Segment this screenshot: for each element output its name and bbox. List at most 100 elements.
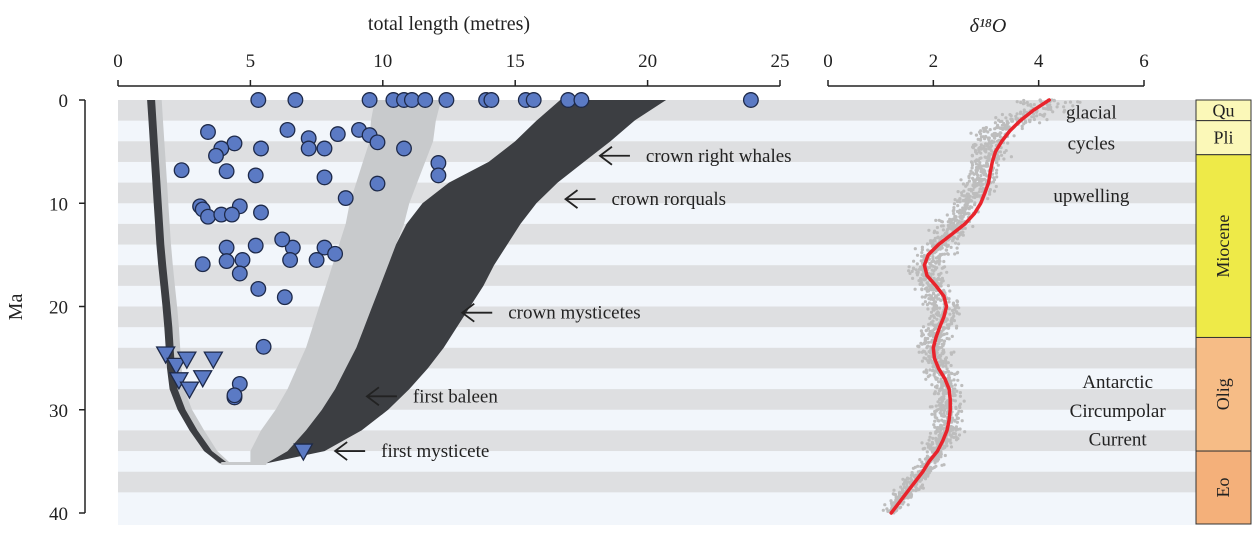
isotope-sample xyxy=(942,446,946,450)
isotope-sample xyxy=(933,385,938,389)
isotope-sample xyxy=(956,190,960,194)
fossil-circle-point xyxy=(253,140,269,157)
isotope-sample xyxy=(948,220,953,224)
fossil-circle-point xyxy=(247,237,264,254)
isotope-sample xyxy=(953,216,957,220)
isotope-sample xyxy=(946,326,950,330)
isotope-sample xyxy=(1062,110,1066,114)
isotope-sample xyxy=(926,375,930,379)
isotope-sample xyxy=(948,433,952,437)
isotope-sample xyxy=(1032,103,1036,107)
isotope-sample xyxy=(920,254,924,258)
isotope-sample xyxy=(958,394,963,398)
fossil-circle-point xyxy=(253,204,269,221)
isotope-sample xyxy=(933,300,938,304)
isotope-sample xyxy=(988,190,992,194)
fossil-triangle-point xyxy=(293,443,314,462)
isotope-sample xyxy=(946,284,951,288)
fossil-circle-point xyxy=(483,92,500,108)
isotope-sample xyxy=(933,236,937,240)
isotope-sample xyxy=(986,158,991,162)
isotope-sample xyxy=(929,310,934,314)
fossil-circle-point xyxy=(560,92,577,108)
isotope-sample xyxy=(978,132,983,136)
isotope-sample xyxy=(910,269,914,273)
isotope-sample xyxy=(930,412,934,416)
isotope-sample xyxy=(955,299,959,303)
isotope-sample xyxy=(941,265,946,270)
isotope-sample xyxy=(950,425,954,429)
annotation-arrow xyxy=(564,189,596,209)
isotope-sample xyxy=(1000,153,1004,157)
isotope-sample xyxy=(988,128,992,132)
isotope-sample xyxy=(933,415,937,419)
isotope-sample xyxy=(940,278,944,282)
isotope-sample xyxy=(984,164,988,168)
annotation-label: crown right whales xyxy=(646,146,792,167)
isotope-sample xyxy=(955,420,960,424)
isotope-sample xyxy=(930,449,934,453)
isotope-sample xyxy=(956,378,960,382)
age-tick-label: 40 xyxy=(49,504,68,525)
isotope-sample xyxy=(937,380,941,384)
isotope-sample xyxy=(885,507,889,511)
isotope-sample xyxy=(968,172,972,176)
isotope-sample xyxy=(957,234,961,238)
isotope-sample xyxy=(942,259,946,264)
isotope-sample xyxy=(1009,114,1013,118)
isotope-sample xyxy=(958,405,962,410)
isotope-sample xyxy=(963,194,967,198)
isotope-sample xyxy=(927,322,931,326)
isotope-sample xyxy=(930,332,934,336)
isotope-sample xyxy=(905,476,910,480)
isotope-sample xyxy=(1038,112,1042,117)
isotope-sample xyxy=(953,399,958,403)
isotope-sample xyxy=(935,376,939,380)
isotope-sample xyxy=(949,363,953,368)
isotope-sample xyxy=(942,388,946,392)
isotope-sample xyxy=(956,204,960,208)
isotope-sample xyxy=(973,159,977,163)
isotope-sample xyxy=(931,272,935,276)
isotope-sample xyxy=(935,317,939,321)
annotation-label: first mysticete xyxy=(381,441,489,462)
annotation-label: Antarctic xyxy=(1082,372,1153,393)
isotope-sample xyxy=(945,213,949,217)
fossil-triangle-point xyxy=(155,346,176,365)
isotope-sample xyxy=(926,307,930,311)
epoch-box xyxy=(1195,336,1252,452)
fossil-circle-point xyxy=(208,147,224,164)
isotope-sample xyxy=(1045,118,1049,122)
isotope-sample xyxy=(899,485,903,489)
isotope-sample xyxy=(932,276,936,280)
isotope-sample xyxy=(927,265,932,270)
fossil-triangle-point xyxy=(179,381,200,400)
isotope-sample xyxy=(917,344,921,348)
isotope-sample xyxy=(947,337,951,341)
isotope-sample xyxy=(961,182,966,186)
fossil-circle-point xyxy=(255,338,272,355)
isotope-sample xyxy=(931,369,935,373)
isotope-sample xyxy=(954,428,958,432)
isotope-sample xyxy=(892,501,896,505)
isotope-sample xyxy=(949,441,953,445)
isotope-sample xyxy=(959,214,964,218)
isotope-sample xyxy=(986,197,990,201)
isotope-sample xyxy=(916,464,920,468)
isotope-sample xyxy=(947,370,951,374)
isotope-sample xyxy=(950,225,954,229)
epoch-label: Pli xyxy=(1213,128,1233,148)
isotope-sample xyxy=(1006,127,1010,131)
isotope-sample xyxy=(939,401,943,405)
isotope-sample xyxy=(982,164,986,168)
isotope-sample xyxy=(934,348,939,352)
isotope-sample xyxy=(925,281,929,285)
isotope-sample xyxy=(936,236,940,240)
isotope-sample xyxy=(889,499,893,503)
isotope-sample xyxy=(1014,114,1018,118)
isotope-sample xyxy=(893,492,898,497)
isotope-sample xyxy=(1062,105,1066,109)
fossil-circle-point xyxy=(369,175,386,192)
